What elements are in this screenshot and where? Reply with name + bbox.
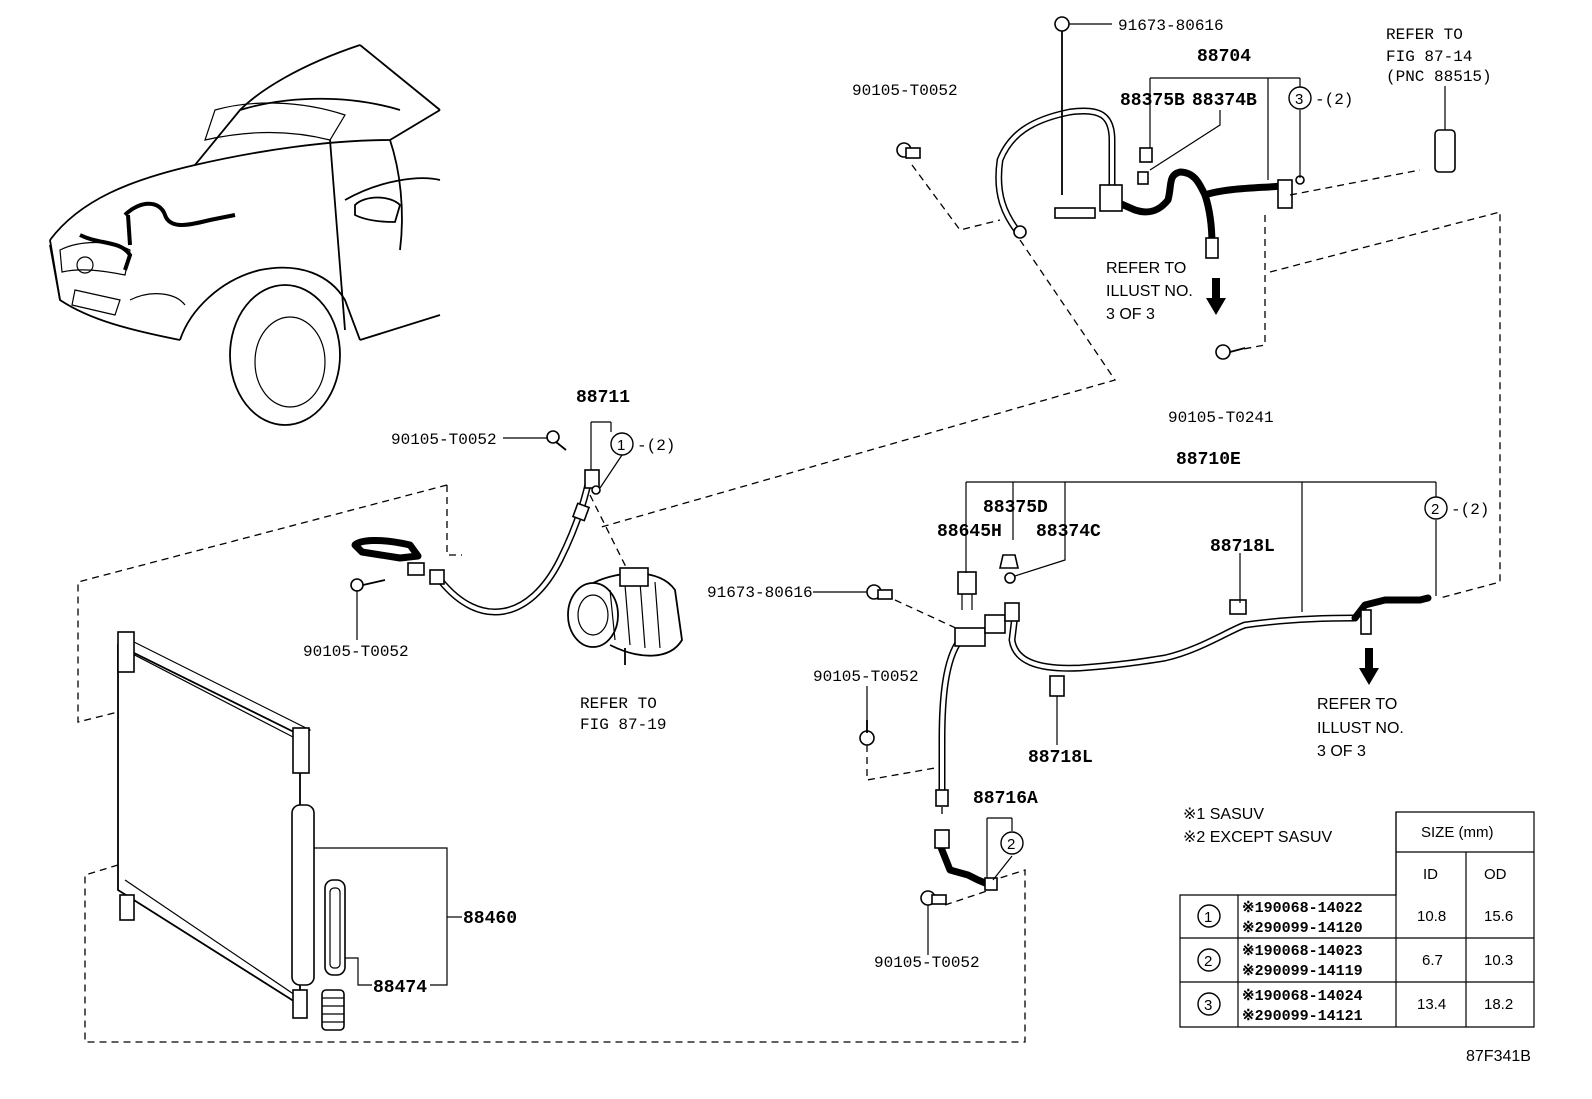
table-row-2-od: 10.3	[1484, 952, 1513, 969]
table-row-3-part-b: ※290099-14121	[1242, 1008, 1363, 1025]
circled-references: 1 -(2) 3 -(2) 2 -(2) 2	[610, 86, 1489, 855]
label-88374B: 88374B	[1192, 91, 1257, 111]
table-row-2-part-b: ※290099-14119	[1242, 963, 1363, 980]
circled-ref-2-top-number: 2	[1431, 501, 1439, 518]
table-row-2-id: 6.7	[1422, 952, 1443, 969]
table-row-3-id: 13.4	[1417, 996, 1446, 1013]
table-row-3-od: 18.2	[1484, 996, 1513, 1013]
compressor-illustration	[567, 567, 683, 665]
label-88718L-bottom: 88718L	[1028, 748, 1093, 768]
label-91673-80616-mid: 91673-80616	[707, 584, 813, 602]
note-refer-fig-87-14-line2: FIG 87-14	[1386, 48, 1472, 66]
label-88711: 88711	[576, 388, 630, 408]
qty-ref-1: -(2)	[637, 437, 675, 455]
label-88474: 88474	[373, 978, 427, 998]
label-88375B: 88375B	[1120, 91, 1185, 111]
discharge-hose-88711	[350, 430, 631, 616]
vehicle-locator-illustration	[49, 44, 441, 426]
suction-pipe-88704	[597, 16, 1456, 529]
pipe-88716A	[920, 829, 998, 906]
table-row-2-circle	[1197, 948, 1221, 972]
figure-id: 87F341B	[1466, 1048, 1531, 1065]
label-88460: 88460	[463, 909, 517, 929]
note-refer-illust-right-line2: ILLUST NO.	[1317, 720, 1404, 737]
table-row-2-part-a: ※190068-14023	[1242, 943, 1363, 960]
legend-line-2: ※2 EXCEPT SASUV	[1183, 829, 1332, 846]
label-90105-T0052-bottom: 90105-T0052	[874, 954, 980, 972]
note-refer-illust-top-line3: 3 OF 3	[1106, 306, 1155, 323]
note-refer-fig-87-19-line1: REFER TO	[580, 695, 657, 713]
table-row-1-od: 15.6	[1484, 908, 1513, 925]
liquid-pipe-88710E	[859, 554, 1432, 818]
table-row-1-ref: 1	[1204, 909, 1212, 926]
label-88704: 88704	[1197, 47, 1251, 67]
qty-ref-2-top: -(2)	[1451, 501, 1489, 519]
label-91673-80616-top: 91673-80616	[1118, 17, 1224, 35]
label-90105-T0052-mid: 90105-T0052	[303, 643, 409, 661]
table-header-id: ID	[1423, 866, 1438, 883]
label-88718L-top: 88718L	[1210, 537, 1275, 557]
label-90105-T0052-left: 90105-T0052	[391, 431, 497, 449]
circled-ref-2-bottom	[1000, 831, 1024, 855]
label-90105-T0052-top: 90105-T0052	[852, 82, 958, 100]
note-refer-fig-87-14-line3: (PNC 88515)	[1386, 68, 1492, 86]
table-row-2-ref: 2	[1204, 953, 1212, 970]
note-refer-illust-right-line1: REFER TO	[1317, 696, 1397, 713]
circled-ref-1-number: 1	[617, 437, 625, 454]
circled-ref-3	[1288, 86, 1312, 110]
condenser-88460	[117, 631, 346, 1031]
note-refer-fig-87-19-line2: FIG 87-19	[580, 716, 666, 734]
label-88375D: 88375D	[983, 498, 1048, 518]
size-table: ※1 SASUV ※2 EXCEPT SASUV SIZE (mm) ID OD…	[1179, 806, 1535, 1028]
circled-ref-2-top	[1424, 496, 1448, 520]
legend-line-1: ※1 SASUV	[1183, 806, 1264, 823]
table-row-3-ref: 3	[1204, 997, 1212, 1014]
table-row-1-part-b: ※290099-14120	[1242, 920, 1363, 937]
reference-notes: REFER TO FIG 87-14 (PNC 88515) REFER TO …	[580, 26, 1492, 760]
leader-lines	[314, 77, 1437, 986]
label-88374C: 88374C	[1036, 522, 1101, 542]
part-labels: 91673-80616 88704 88375B 88374B 90105-T0…	[303, 17, 1275, 998]
note-refer-illust-right-line3: 3 OF 3	[1317, 743, 1366, 760]
label-88716A: 88716A	[973, 789, 1038, 809]
circled-ref-2-bottom-number: 2	[1007, 836, 1015, 853]
note-refer-illust-top-line2: ILLUST NO.	[1106, 283, 1193, 300]
table-row-1-part-a: ※190068-14022	[1242, 900, 1363, 917]
note-refer-fig-87-14-line1: REFER TO	[1386, 26, 1463, 44]
circled-ref-1	[610, 432, 634, 456]
table-row-3-circle	[1197, 992, 1221, 1016]
label-90105-T0241: 90105-T0241	[1168, 409, 1274, 427]
table-row-1-id: 10.8	[1417, 908, 1446, 925]
table-row-3-part-a: ※190068-14024	[1242, 988, 1363, 1005]
label-88710E: 88710E	[1176, 450, 1241, 470]
table-row-1-circle	[1197, 904, 1221, 928]
table-header-size: SIZE (mm)	[1421, 824, 1494, 841]
label-90105-T0052-right: 90105-T0052	[813, 668, 919, 686]
qty-ref-3: -(2)	[1315, 91, 1353, 109]
note-refer-illust-top-line1: REFER TO	[1106, 260, 1186, 277]
table-header-od: OD	[1484, 866, 1507, 883]
label-88645H: 88645H	[937, 522, 1002, 542]
circled-ref-3-number: 3	[1295, 91, 1303, 108]
